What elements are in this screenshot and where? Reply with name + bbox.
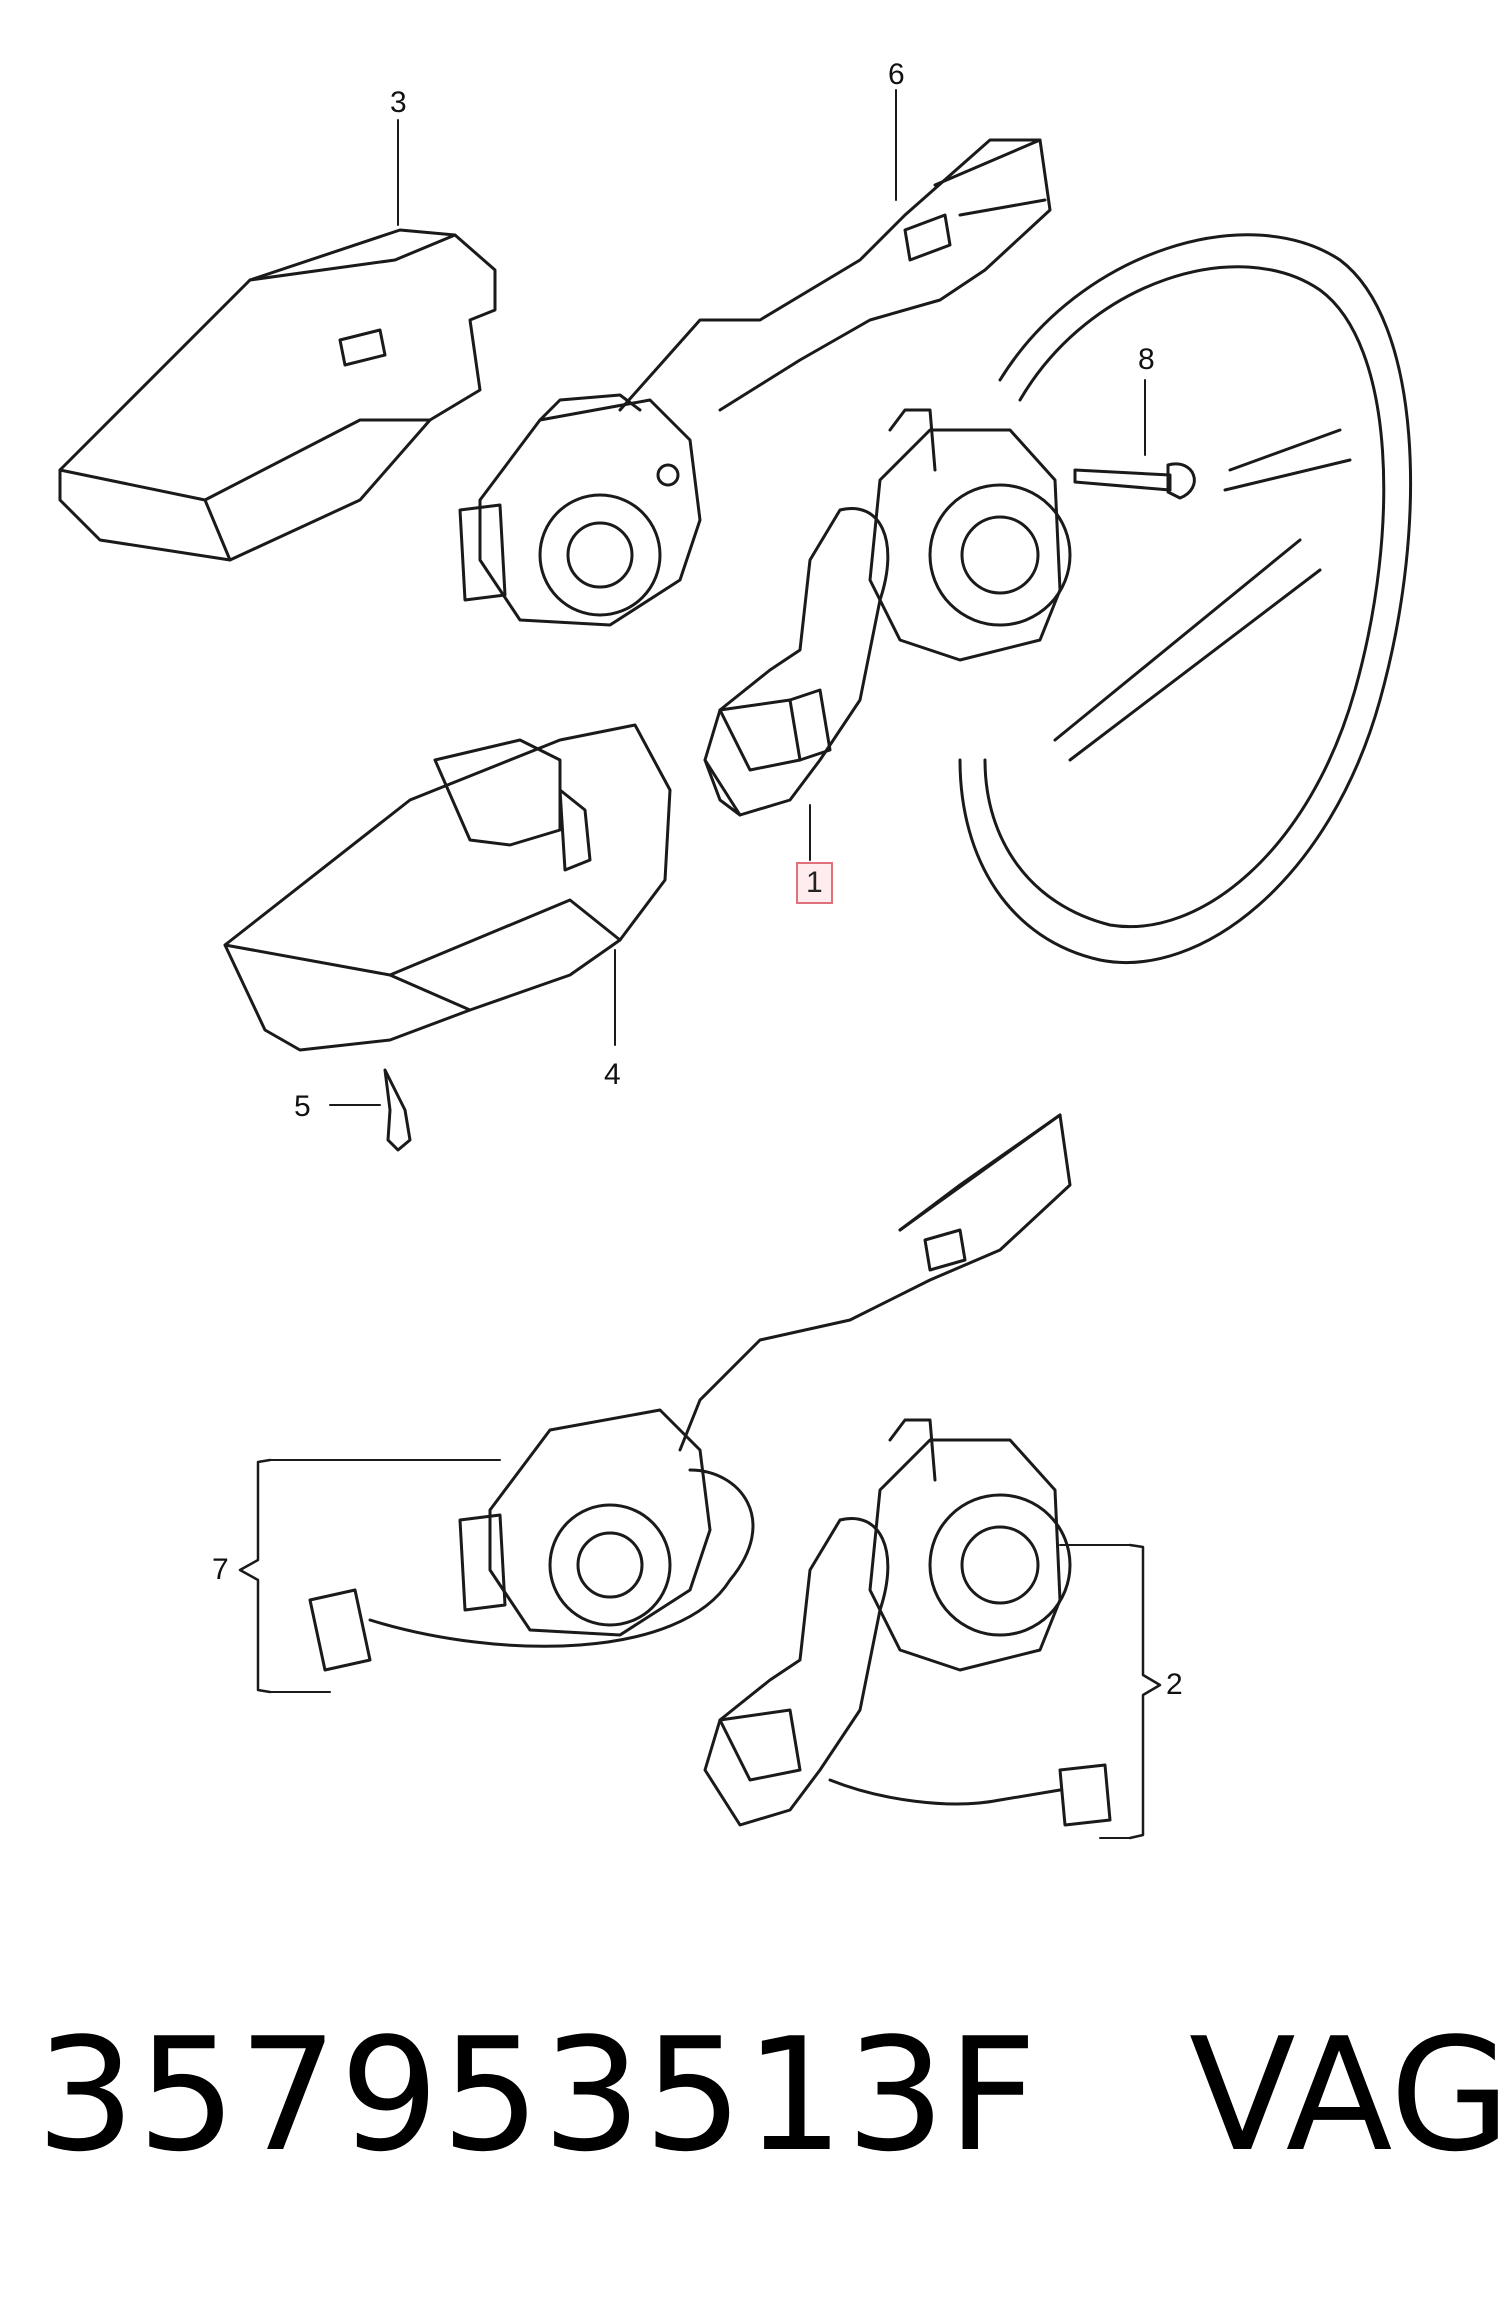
screw-part-8 (1073, 379, 1196, 500)
wiper-switch-assembly-part-7 (238, 1113, 1072, 1694)
brand-label: VAG (1189, 2004, 1501, 2186)
callout-8: 8 (1138, 343, 1155, 376)
callout-5: 5 (294, 1090, 311, 1123)
lower-column-cover-part-4 (223, 723, 672, 1052)
callout-1: 1 (796, 862, 833, 904)
steering-wheel (958, 233, 1413, 965)
part-footer: 357953513F VAG (36, 2000, 1501, 2190)
wiper-switch-part-6 (458, 89, 1052, 627)
callout-4: 4 (604, 1058, 621, 1091)
turn-signal-switch-part-1 (703, 408, 1072, 861)
turn-signal-switch-assembly-part-2 (703, 1418, 1162, 1840)
callout-3: 3 (390, 86, 407, 119)
upper-column-cover-part-3 (58, 119, 497, 562)
callout-2: 2 (1166, 1668, 1183, 1701)
callout-7: 7 (212, 1553, 229, 1586)
screw-part-5 (329, 1068, 412, 1152)
exploded-parts-diagram (58, 89, 1413, 1840)
part-number: 357953513F (36, 2004, 1039, 2186)
callout-6: 6 (888, 58, 905, 91)
